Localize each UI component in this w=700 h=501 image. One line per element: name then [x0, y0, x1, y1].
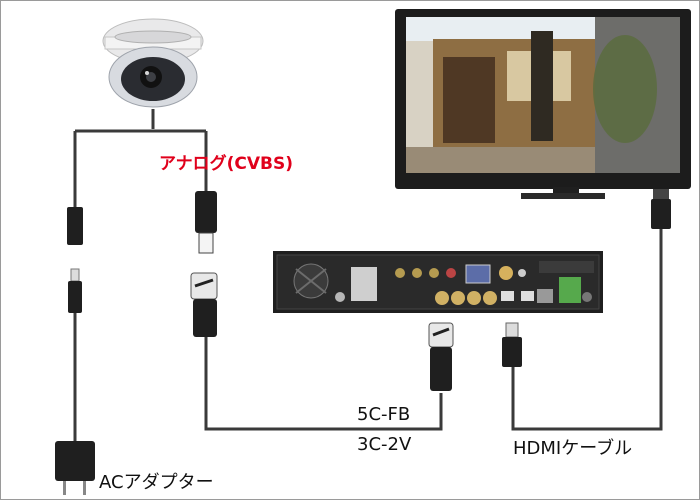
coax-3c-2v-label: 3C-2V [357, 434, 412, 455]
tv-monitor [395, 9, 691, 199]
bnc-connector-cable-side [190, 272, 218, 337]
dome-camera [102, 18, 204, 108]
cables [73, 109, 663, 441]
bnc-connector-recorder-side [428, 322, 454, 391]
hdmi-connector-recorder-side [502, 322, 522, 367]
hdmi-cable [511, 227, 663, 431]
hdmi-connector-tv-side [651, 187, 671, 229]
dvr-recorder [273, 251, 603, 313]
ac-adapter [55, 441, 95, 495]
coax-cable [204, 336, 443, 431]
ac-adapter-label: ACアダプター [99, 472, 214, 493]
bnc-connector-camera-side [195, 191, 217, 254]
coax-5c-fb-label: 5C-FB [357, 404, 411, 425]
power-plug-camera-side [67, 207, 83, 245]
analog-cvbs-label: アナログ(CVBS) [159, 154, 294, 174]
power-plug-adapter-side [68, 268, 82, 313]
hdmi-cable-label: HDMIケーブル [513, 438, 633, 459]
